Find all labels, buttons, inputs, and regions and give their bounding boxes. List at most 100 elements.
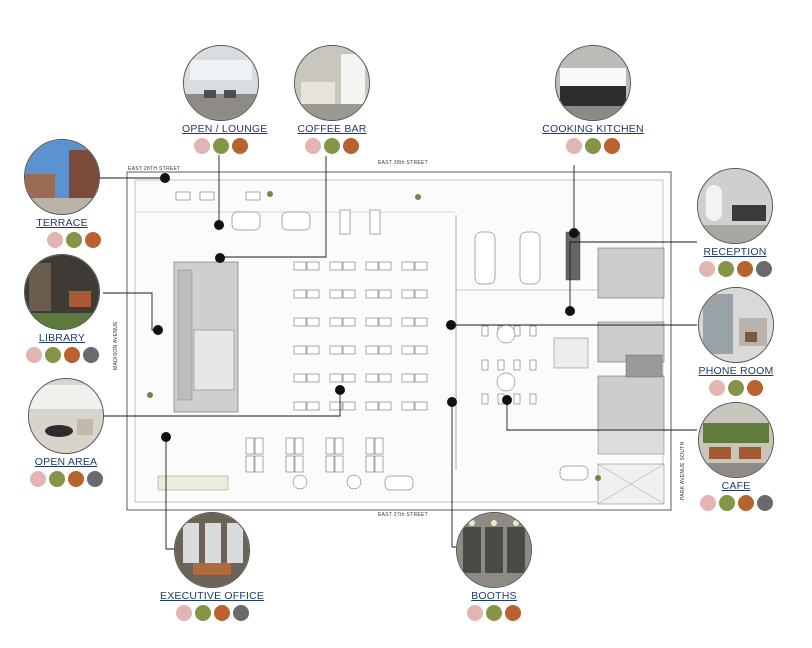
desk [378, 401, 392, 411]
desk [401, 345, 415, 355]
desk [401, 317, 415, 327]
leader-cafe [506, 400, 697, 431]
swatch-rust [85, 232, 101, 248]
desk [334, 455, 344, 473]
swatch-rust [505, 605, 521, 621]
photo-phone-room [698, 287, 774, 363]
swatch-gray [86, 471, 103, 487]
desk [401, 261, 415, 271]
street-label-north: EAST 28th STREET [378, 160, 429, 166]
desk [293, 401, 307, 411]
label-cafe[interactable]: CAFE [721, 480, 751, 492]
service-area-top [597, 247, 665, 299]
callout-executive-office: EXECUTIVE OFFICE [160, 512, 264, 621]
label-open-lounge[interactable]: OPEN / LOUNGE [182, 123, 268, 135]
swatches-reception [692, 261, 778, 277]
desk [342, 289, 356, 299]
swatch-gray [756, 495, 773, 511]
dot-library [153, 325, 163, 335]
swatch-olive [718, 495, 735, 511]
swatch-olive [48, 471, 65, 487]
photo-open-area [28, 378, 104, 454]
callout-coffee-bar: COFFEE BAR [293, 45, 371, 154]
photo-reception [697, 168, 773, 244]
desk [414, 373, 428, 383]
callout-reception: RECEPTION [692, 168, 778, 277]
swatch-blush [25, 347, 42, 363]
photo-cooking-kitchen [555, 45, 631, 121]
swatches-phone-room [694, 380, 778, 396]
swatches-library [22, 347, 102, 363]
desk [378, 261, 392, 271]
desk [342, 373, 356, 383]
label-coffee-bar[interactable]: COFFEE BAR [297, 123, 367, 135]
swatch-olive [213, 138, 229, 154]
desk [329, 261, 343, 271]
desk [285, 437, 295, 455]
swatch-blush [709, 380, 725, 396]
desk [414, 289, 428, 299]
label-cooking-kitchen[interactable]: COOKING KITCHEN [542, 123, 644, 135]
desk [365, 289, 379, 299]
desk [293, 261, 307, 271]
service-grid [625, 354, 663, 378]
callout-open-area: OPEN AREA [22, 378, 110, 487]
desk [342, 317, 356, 327]
swatches-coffee-bar [293, 138, 371, 154]
plan-outer-boundary [126, 171, 672, 511]
desk [529, 359, 537, 371]
swatches-cooking-kitchen [540, 138, 646, 154]
swatch-olive [728, 380, 744, 396]
swatch-rust [232, 138, 248, 154]
desk [306, 317, 320, 327]
swatch-olive [486, 605, 502, 621]
label-library[interactable]: LIBRARY [38, 332, 86, 344]
desk [414, 317, 428, 327]
swatch-blush [698, 261, 715, 277]
label-terrace[interactable]: TERRACE [36, 217, 88, 229]
label-phone-room[interactable]: PHONE ROOM [698, 365, 774, 377]
desk [306, 373, 320, 383]
swatches-open-area [22, 471, 110, 487]
dot-reception [565, 306, 575, 316]
swatch-blush [194, 138, 210, 154]
desk [414, 401, 428, 411]
desk [342, 261, 356, 271]
label-executive-office[interactable]: EXECUTIVE OFFICE [160, 590, 265, 602]
desk [325, 437, 335, 455]
swatch-olive [324, 138, 340, 154]
dot-coffee-bar [215, 253, 225, 263]
callout-cooking-kitchen: COOKING KITCHEN [540, 45, 646, 154]
swatch-blush [29, 471, 46, 487]
swatch-gray [755, 261, 772, 277]
swatch-blush [566, 138, 582, 154]
dot-open-area [335, 385, 345, 395]
label-open-area[interactable]: OPEN AREA [34, 456, 98, 468]
swatches-terrace [46, 232, 102, 248]
dot-phone-room [446, 320, 456, 330]
desk [378, 289, 392, 299]
leader-open-area [102, 390, 341, 417]
swatch-rust [63, 347, 80, 363]
desk [365, 261, 379, 271]
desk [306, 345, 320, 355]
label-booths[interactable]: BOOTHS [471, 590, 517, 602]
desk [306, 289, 320, 299]
swatch-rust [213, 605, 230, 621]
dot-cafe [502, 395, 512, 405]
desk [481, 325, 489, 337]
desk [342, 345, 356, 355]
swatch-blush [699, 495, 716, 511]
desk [365, 455, 375, 473]
callout-terrace: TERRACE [22, 139, 102, 248]
callout-cafe: CAFE [694, 402, 778, 511]
dot-executive-office [161, 432, 171, 442]
photo-coffee-bar [294, 45, 370, 121]
label-reception[interactable]: RECEPTION [703, 246, 767, 258]
swatch-rust [67, 471, 84, 487]
swatch-olive [44, 347, 61, 363]
desk [329, 317, 343, 327]
swatch-blush [47, 232, 63, 248]
desk [365, 317, 379, 327]
